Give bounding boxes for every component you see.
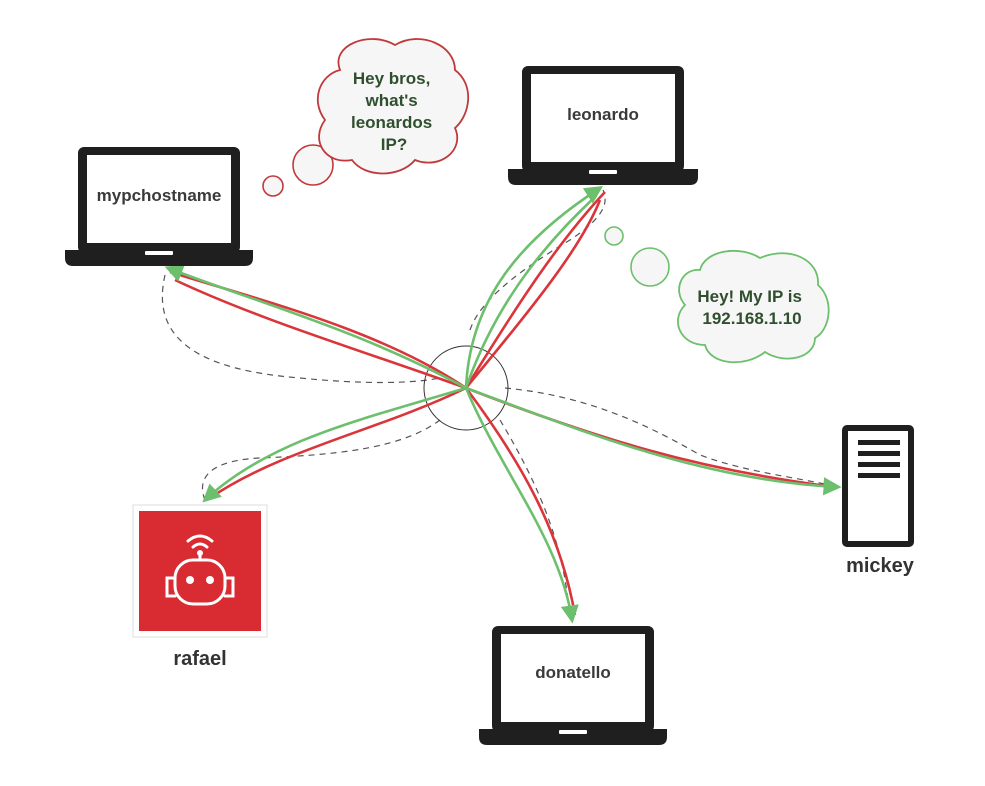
reply-link-leonardo-2 — [464, 195, 597, 389]
laptop-leonardo[interactable]: leonardo — [508, 66, 698, 185]
robot-eye-right — [206, 576, 214, 584]
robot-eye-left — [186, 576, 194, 584]
answer-bubble-cloud — [677, 249, 830, 364]
laptop-notch — [145, 251, 173, 255]
query-link-rafael — [209, 386, 467, 500]
laptop-notch — [589, 170, 617, 174]
laptop-donatello[interactable]: donatello — [479, 626, 667, 745]
robot-antenna-tip — [197, 550, 203, 556]
server-body — [842, 425, 914, 547]
dashed-link-mypc — [161, 274, 441, 384]
server-vent-3 — [858, 462, 900, 467]
reply-links — [164, 186, 842, 624]
robot-tile — [139, 511, 261, 631]
answer-bubble-dot-small — [604, 226, 624, 246]
robot-rafael[interactable]: rafael — [132, 504, 268, 670]
dashed-link-mickey — [504, 387, 831, 486]
dashed-link-leonardo — [469, 189, 606, 331]
laptop-screen — [531, 74, 675, 162]
hub-circle — [423, 345, 509, 431]
question-bubble-cloud — [316, 38, 470, 175]
query-link-mypc-1 — [169, 270, 467, 390]
answer-line-2: 192.168.1.10 — [702, 309, 801, 328]
reply-link-mypc — [164, 264, 467, 390]
server-vent-2 — [858, 451, 900, 456]
laptop-notch — [559, 730, 587, 734]
svg-text:Hey bros, what's l: Hey bros, what's leonardos IP? — [351, 69, 437, 154]
answer-bubble-dot-large — [630, 247, 670, 287]
svg-text:Hey! My IP is 192.168.1.: Hey! My IP is 192.168.1.10 — [697, 287, 806, 328]
node-label-leonardo: leonardo — [567, 105, 639, 124]
question-bubble-dot-large — [292, 144, 334, 186]
reply-link-donatello — [464, 387, 579, 624]
answer-line-1: Hey! My IP is — [697, 287, 802, 306]
laptop-screen — [87, 155, 231, 243]
server-vent-4 — [858, 473, 900, 478]
query-link-leonardo-1 — [464, 191, 606, 389]
reply-link-leonardo-1 — [464, 186, 604, 389]
question-line-1: Hey bros, — [353, 69, 430, 88]
laptop-base — [479, 729, 667, 745]
laptop-mypchostname[interactable]: mypchostname — [65, 147, 253, 266]
dashed-links — [161, 189, 831, 601]
server-vent-1 — [858, 440, 900, 445]
query-link-mypc-2 — [174, 278, 467, 390]
laptop-screen — [501, 634, 645, 722]
reply-link-rafael — [202, 386, 467, 503]
query-link-leonardo-2 — [464, 199, 602, 389]
robot-icon — [165, 534, 235, 606]
server-mickey[interactable]: mickey — [842, 425, 915, 577]
node-label-rafael: rafael — [173, 648, 226, 670]
question-line-4: IP? — [381, 135, 407, 154]
question-line-2: what's — [365, 91, 418, 110]
laptop-base — [65, 250, 253, 266]
laptop-base — [508, 169, 698, 185]
dashed-link-donatello — [499, 419, 569, 601]
reply-link-mickey — [465, 386, 842, 496]
dashed-link-rafael — [201, 419, 441, 501]
node-label-mypchostname: mypchostname — [97, 186, 222, 205]
question-bubble: Hey bros, what's leonardos IP? — [262, 38, 470, 197]
query-link-donatello — [464, 387, 577, 616]
answer-bubble: Hey! My IP is 192.168.1.10 — [604, 226, 830, 364]
question-line-3: leonardos — [351, 113, 432, 132]
question-bubble-dot-small — [262, 175, 284, 197]
node-label-mickey: mickey — [846, 555, 915, 577]
node-label-donatello: donatello — [535, 663, 611, 682]
